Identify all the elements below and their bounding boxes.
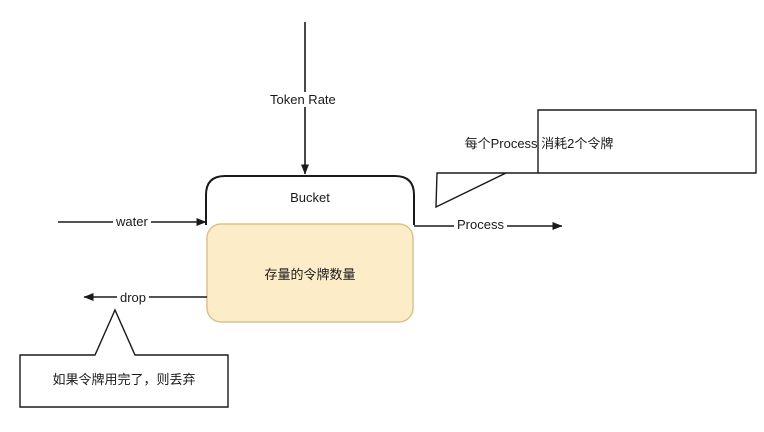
water-label: water	[113, 214, 151, 229]
callout-process-text: 每个Process 消耗2个令牌	[464, 136, 614, 151]
bucket-fill-label: 存量的令牌数量	[264, 267, 356, 282]
callout-drop-text: 如果令牌用完了，则丢弃	[52, 372, 196, 387]
drop-label: drop	[117, 290, 150, 305]
callout-process-shape	[435, 109, 757, 209]
process-label: Process	[454, 217, 507, 232]
callout-drop-shape	[19, 308, 229, 408]
bucket-fill-rect	[206, 223, 414, 323]
token-rate-label: Token Rate	[267, 92, 339, 107]
bucket-outline	[205, 175, 415, 225]
bucket-title-label: Bucket	[290, 190, 330, 205]
